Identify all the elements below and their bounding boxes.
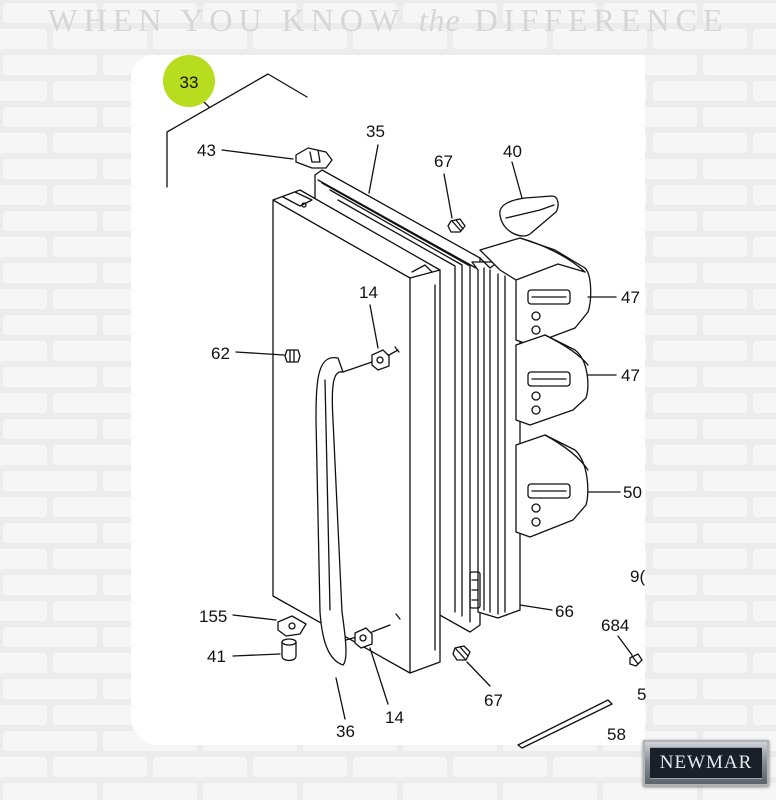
plug-41 xyxy=(281,638,297,662)
callout-66: 66 xyxy=(555,602,574,621)
newmar-logo-text: NEWMAR xyxy=(659,752,753,773)
newmar-logo: NEWMAR xyxy=(643,740,769,786)
slogan-text-after: DIFFERENCE xyxy=(474,2,729,38)
callout-90-partial: 9( xyxy=(630,567,645,586)
slogan-text-before: WHEN YOU KNOW xyxy=(47,2,405,38)
door-liner xyxy=(469,257,521,619)
leader-lines xyxy=(221,144,633,720)
callout-47-upper: 47 xyxy=(621,288,640,307)
callout-62: 62 xyxy=(211,344,230,363)
door-bin-47-lower xyxy=(515,334,589,426)
handle-mount-lower xyxy=(354,613,401,649)
assembly-bracket xyxy=(166,73,308,188)
door-bin-47-upper xyxy=(479,237,592,346)
callout-47-lower: 47 xyxy=(621,366,640,385)
callout-5-partial: 5 xyxy=(637,685,646,704)
trim-strip-58 xyxy=(517,699,613,749)
callout-36: 36 xyxy=(336,722,355,741)
callout-14-upper: 14 xyxy=(359,283,378,302)
callout-67-bottom: 67 xyxy=(484,691,503,710)
callout-155: 155 xyxy=(199,607,227,626)
callout-50: 50 xyxy=(623,483,642,502)
door-outer-panel xyxy=(272,189,441,674)
slogan-banner: WHEN YOU KNOW the DIFFERENCE xyxy=(0,2,776,39)
callout-14-lower: 14 xyxy=(385,708,404,727)
screw-67-bottom xyxy=(452,645,471,661)
slogan-text-italic: the xyxy=(418,2,461,38)
assembly-number: 33 xyxy=(180,73,199,92)
callout-35: 35 xyxy=(366,122,385,141)
hinge-cap-43 xyxy=(295,147,333,169)
callout-67-top: 67 xyxy=(434,152,453,171)
screw-684 xyxy=(629,653,643,667)
callout-41: 41 xyxy=(207,647,226,666)
washer-155 xyxy=(277,615,307,637)
assembly-badge xyxy=(163,55,215,107)
door-handle xyxy=(315,356,373,666)
shelf-cap-40 xyxy=(499,195,559,237)
screw-62 xyxy=(284,349,301,363)
screw-67-top xyxy=(447,218,466,233)
handle-mount-upper xyxy=(371,346,400,371)
newmar-logo-plate: NEWMAR xyxy=(650,747,762,779)
callout-43: 43 xyxy=(197,141,216,160)
callout-684: 684 xyxy=(601,616,629,635)
callout-58: 58 xyxy=(607,725,626,744)
callout-40: 40 xyxy=(503,142,522,161)
door-bin-50 xyxy=(515,434,589,538)
